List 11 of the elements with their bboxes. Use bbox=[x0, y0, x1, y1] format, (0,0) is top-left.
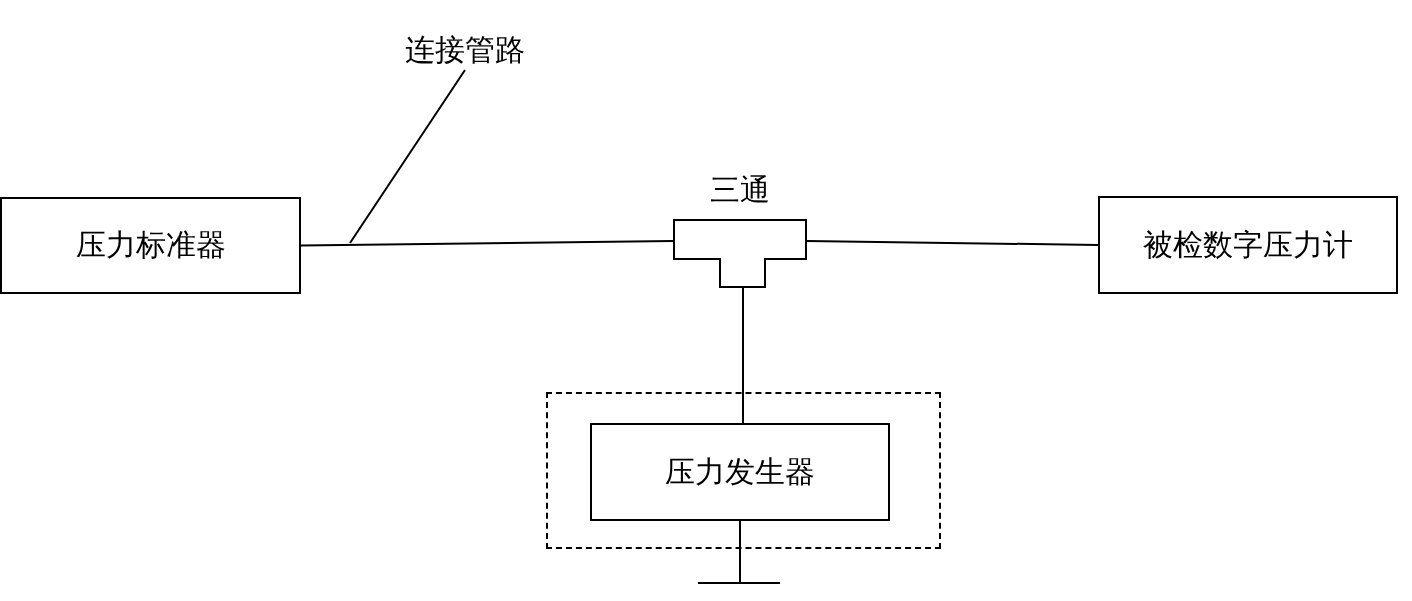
dashed-enclosure bbox=[546, 392, 941, 549]
pipe-label: 连接管路 bbox=[390, 30, 540, 70]
device-box: 压力标准器 bbox=[0, 197, 301, 294]
fitting-label: 三通 bbox=[710, 172, 770, 208]
pipe-line bbox=[739, 520, 741, 583]
device-box: 被检数字压力计 bbox=[1098, 196, 1398, 294]
pipe-line bbox=[742, 286, 744, 424]
leader-line bbox=[349, 69, 466, 244]
pipe-line bbox=[806, 240, 1099, 246]
pipe-line bbox=[300, 240, 674, 247]
device-box: 压力发生器 bbox=[590, 423, 890, 521]
